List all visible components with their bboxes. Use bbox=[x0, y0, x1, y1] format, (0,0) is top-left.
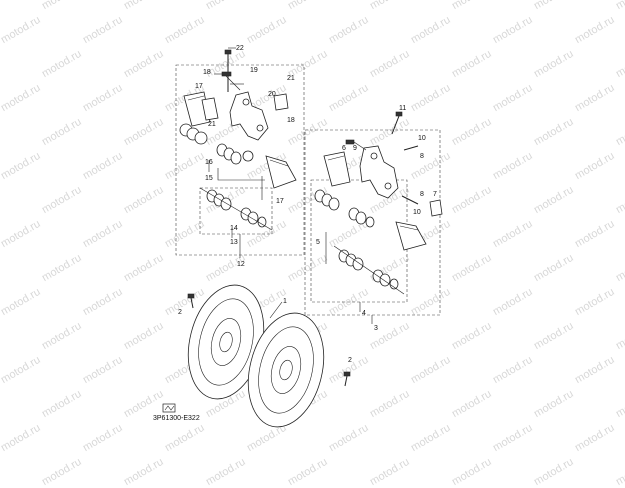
callout-18a: 18 bbox=[203, 69, 211, 76]
callout-11: 11 bbox=[399, 105, 406, 112]
callout-13: 13 bbox=[230, 239, 238, 246]
right-caliper-frame bbox=[304, 129, 441, 316]
callout-16: 16 bbox=[205, 159, 213, 166]
callout-9: 9 bbox=[353, 145, 357, 152]
callout-21b: 21 bbox=[208, 121, 216, 128]
callout-1: 1 bbox=[283, 298, 287, 305]
callout-15: 15 bbox=[205, 175, 213, 182]
callout-21a: 21 bbox=[287, 75, 295, 82]
callout-14: 14 bbox=[230, 225, 238, 232]
callout-2b: 2 bbox=[348, 357, 352, 364]
callout-2a: 2 bbox=[178, 309, 182, 316]
callout-7: 7 bbox=[433, 191, 437, 198]
callout-17a: 17 bbox=[195, 83, 203, 90]
left-seal-kit-frame bbox=[199, 187, 273, 235]
callout-4: 4 bbox=[362, 310, 366, 317]
right-caliper-assembly bbox=[314, 111, 443, 324]
callout-10b: 10 bbox=[413, 209, 421, 216]
disc-bolt-right bbox=[343, 371, 351, 377]
callout-8b: 8 bbox=[420, 191, 424, 198]
new-part-badge-icon bbox=[162, 403, 176, 413]
callout-12: 12 bbox=[237, 261, 245, 268]
left-caliper-assembly bbox=[179, 47, 297, 258]
callout-17b: 17 bbox=[276, 198, 284, 205]
callout-8a: 8 bbox=[420, 153, 424, 160]
disc-bolt-left bbox=[187, 293, 195, 299]
callout-3: 3 bbox=[374, 325, 378, 332]
callout-5: 5 bbox=[316, 239, 320, 246]
diagram-code: 3P61300-E322 bbox=[153, 415, 200, 422]
callout-18b: 18 bbox=[287, 117, 295, 124]
callout-22: 22 bbox=[236, 45, 244, 52]
callout-19: 19 bbox=[250, 67, 258, 74]
callout-10a: 10 bbox=[418, 135, 426, 142]
callout-6: 6 bbox=[342, 145, 346, 152]
brake-disc-right bbox=[247, 312, 325, 428]
exploded-view-drawing: 22 18 19 21 20 17 21 18 16 15 17 14 13 1… bbox=[162, 45, 443, 428]
callout-20: 20 bbox=[268, 91, 276, 98]
